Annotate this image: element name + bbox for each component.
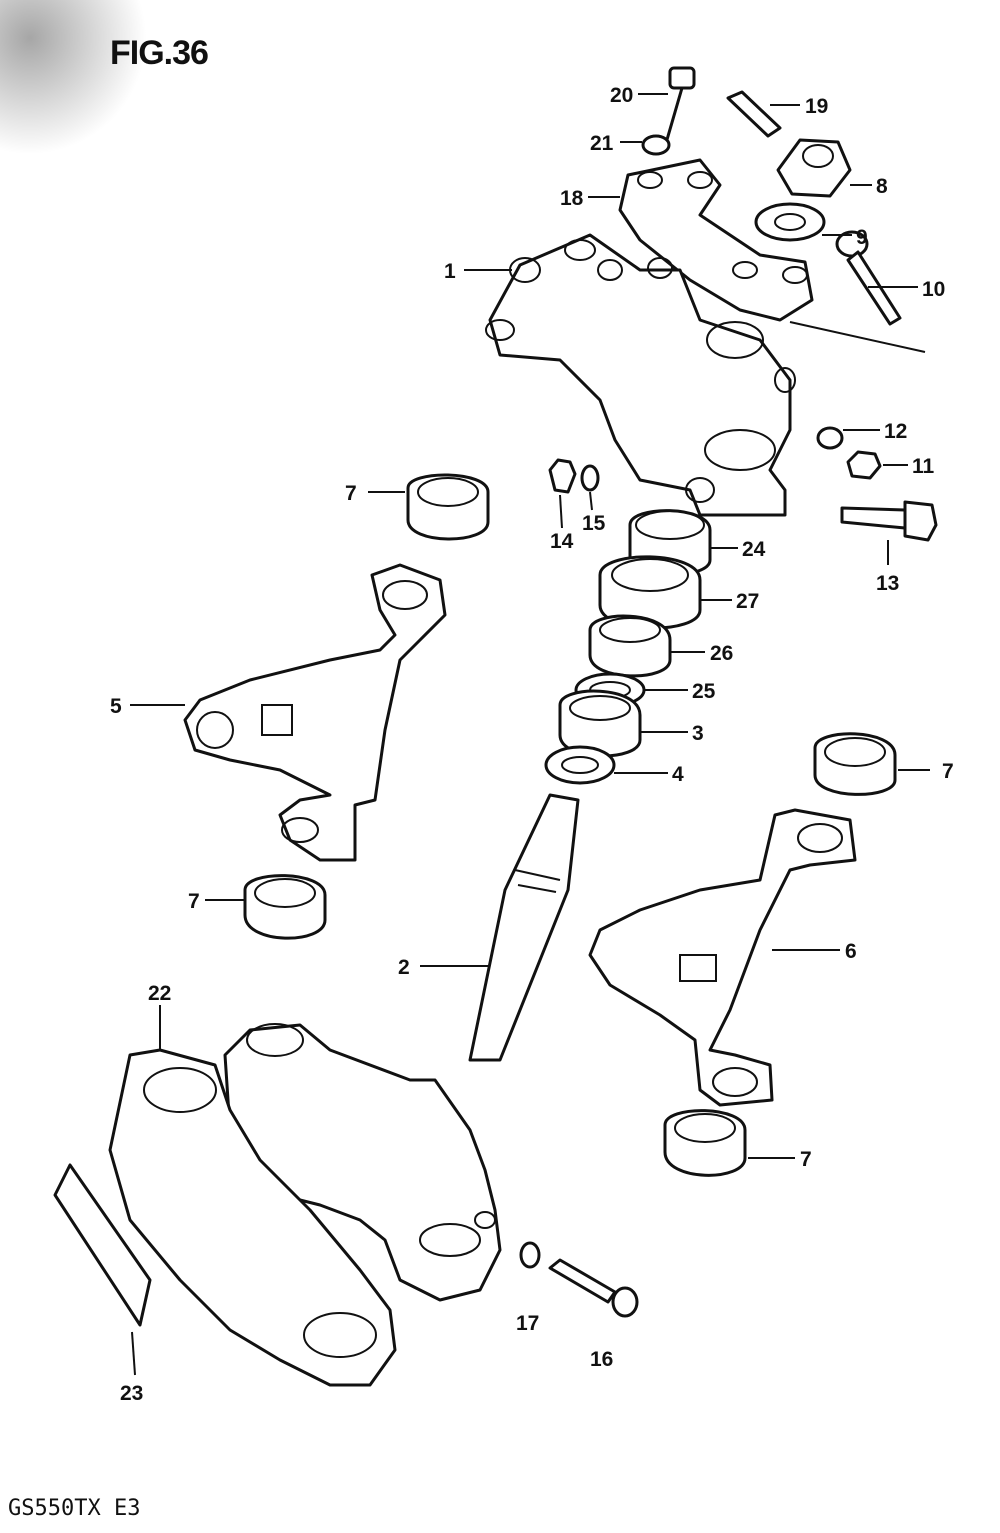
callout-20: 20 [610,84,633,107]
callout-5: 5 [110,695,122,718]
headlight-bracket-part-5 [183,563,447,862]
dust-seal-part-27 [598,555,702,630]
figure-title: FIG.36 [110,34,209,72]
callout-15: 15 [582,512,606,535]
callout-17: 17 [516,1312,539,1335]
callout-2: 2 [398,956,410,979]
nut-part-8 [776,138,852,198]
callout-7-left-lower: 7 [188,890,200,913]
washer-part-4 [544,745,616,785]
callout-24: 24 [742,538,766,561]
callout-13: 13 [876,572,899,595]
callout-3: 3 [692,722,704,745]
washer-part-21 [641,134,671,156]
callout-18: 18 [560,187,584,210]
callout-23: 23 [120,1382,143,1405]
washer-part-17 [519,1241,541,1269]
callout-19: 19 [805,95,828,118]
callout-7-right-lower: 7 [800,1148,812,1171]
nut-part-14 [548,458,577,494]
callout-14: 14 [550,530,574,553]
nut-part-11 [846,450,882,480]
headlight-bracket-part-6 [588,808,857,1107]
bearing-part-26 [588,614,672,678]
callout-labels: 20 19 21 18 8 9 1 10 12 11 7 14 15 13 24… [110,84,954,1405]
callout-11: 11 [912,455,935,478]
model-code: GS550TX E3 [8,1496,141,1521]
callout-7-upper: 7 [345,482,357,505]
callout-6: 6 [845,940,857,963]
callout-1: 1 [444,260,456,283]
callout-4: 4 [672,763,684,786]
seal-part-23 [53,1163,152,1327]
callout-27: 27 [736,590,759,613]
rubber-part-7-right-lower [663,1109,747,1177]
scan-noise [0,0,150,190]
leader-lines [130,93,930,1376]
callout-16: 16 [590,1348,613,1371]
upper-bracket-part-18 [618,158,814,322]
callout-22: 22 [148,982,171,1005]
rubber-part-7-upper [406,473,490,541]
washer-part-12 [816,426,844,450]
rubber-part-7-right-upper [813,732,897,796]
washer-part-15 [580,464,600,492]
bolt-part-10 [835,230,902,326]
washer-part-9 [754,202,826,242]
fork-casting-part-22 [108,1048,397,1387]
callout-7-right-upper: 7 [942,760,954,783]
callout-21: 21 [590,132,614,155]
bolt-part-13 [840,500,938,542]
callout-12: 12 [884,420,907,443]
bolt-part-20 [662,66,696,151]
callout-10: 10 [922,278,945,301]
callout-26: 26 [710,642,733,665]
bolt-part-16 [548,1258,639,1318]
callout-9: 9 [856,226,868,249]
callout-25: 25 [692,680,716,703]
upper-steering-bracket-part-1 [485,233,796,517]
steering-stem-part-2 [468,793,580,1062]
callout-8: 8 [876,175,888,198]
plate-part-19 [726,90,782,138]
rubber-part-7-left-lower [243,874,327,940]
